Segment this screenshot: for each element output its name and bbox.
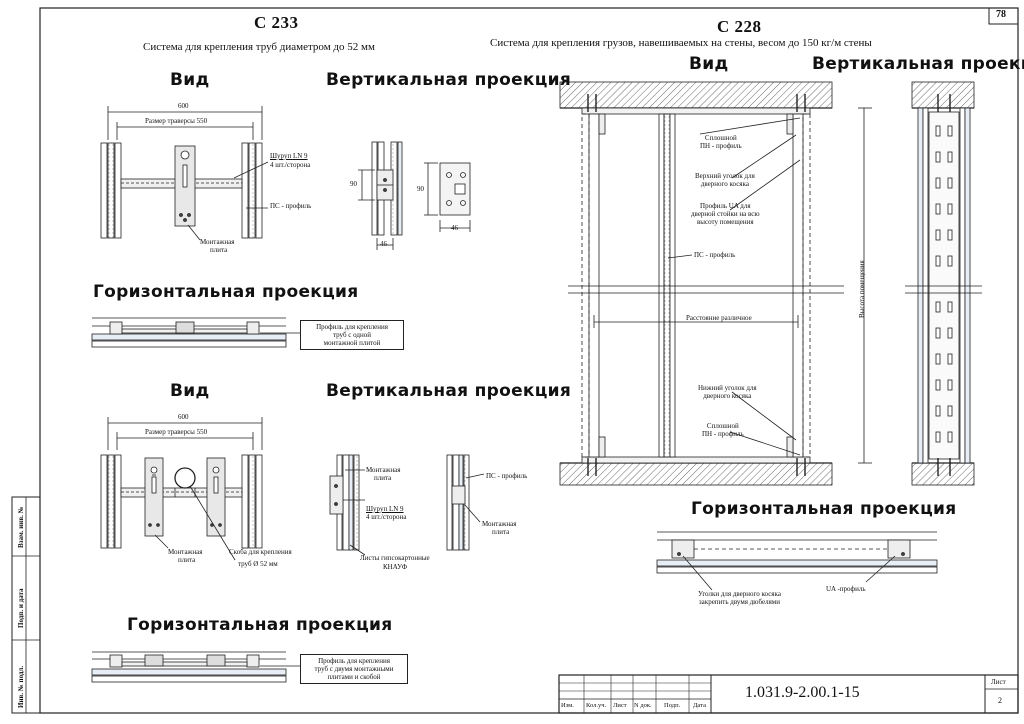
- left-subtitle: Система для крепления труб диаметром до …: [143, 41, 375, 53]
- doc-code: 1.031.9-2.00.1-15: [745, 684, 860, 701]
- stamp-col-kol: Кол.уч.: [586, 702, 607, 709]
- left-top-screw-qty: 4 шт./сторона: [270, 161, 311, 169]
- left-bottom-dim-inner: Размер траверсы 550: [145, 428, 208, 436]
- page-number: 78: [996, 9, 1006, 20]
- left-bottom-screw-qty: 4 шт./сторона: [366, 513, 407, 521]
- left-top-plate-detail: [424, 162, 471, 232]
- label-line: Сплошной: [706, 422, 739, 430]
- left-bottom-dim-total: 600: [178, 413, 189, 421]
- left-bottom-view-heading: Вид: [170, 381, 210, 401]
- label-line: дверной стойки на всю: [691, 210, 760, 218]
- label-line: дверного косяка: [703, 392, 752, 400]
- note-line: Профиль для крепления: [318, 657, 390, 665]
- sheet-label: Лист: [991, 678, 1006, 686]
- left-bottom-vertical-drawing-2: [446, 454, 485, 551]
- left-bottom-plate-r-label: Монтажная: [482, 520, 517, 528]
- left-top-screw-label: Шуруп LN 9: [270, 152, 308, 160]
- label-line: ПН - профиль: [700, 142, 742, 150]
- left-top-plate-label: Монтажная: [200, 238, 235, 246]
- label-line: Сплошной: [704, 134, 737, 142]
- right-height-label: Высота помещения: [858, 260, 866, 318]
- left-title: С 233: [254, 13, 299, 32]
- right-vertical-heading: Вертикальная проекция: [812, 54, 1024, 74]
- note-line: труб с двумя монтажными: [314, 665, 394, 673]
- left-bottom-horizontal-heading: Горизонтальная проекция: [127, 615, 393, 635]
- left-top-dim-90a: 90: [350, 180, 357, 188]
- right-upper-corner-label: Верхний уголок для дверного косяка: [695, 172, 755, 188]
- stamp-col-podp: Подп.: [664, 702, 681, 709]
- left-top-dim-inner: Размер траверсы 550: [145, 117, 208, 125]
- left-top-dim-46b: 46: [451, 224, 458, 232]
- left-bottom-vertical-heading: Вертикальная проекция: [326, 381, 572, 401]
- note-line: Профиль для крепления: [316, 323, 388, 331]
- stamp-col-izm: Изм.: [561, 702, 574, 709]
- side-stamp-1: Взам. инв. №: [17, 506, 25, 548]
- side-stamp-block: [11, 496, 41, 714]
- left-top-note-box: Профиль для крепления труб с одной монта…: [300, 320, 404, 350]
- left-top-dim-total: 600: [178, 102, 189, 110]
- left-bottom-clamp-label-2: труб Ø 52 мм: [238, 560, 278, 568]
- left-bottom-gkl-label-2: КНАУФ: [383, 563, 408, 571]
- right-lower-corner-label: Нижний уголок для дверного косяка: [698, 384, 757, 400]
- left-bottom-clamp-label: Скоба для крепления: [229, 548, 292, 556]
- left-bottom-mount-plate-label: Монтажная: [366, 466, 401, 474]
- right-vertical-drawing: [905, 81, 982, 486]
- right-title: С 228: [717, 17, 762, 36]
- left-bottom-horizontal-drawing: [91, 651, 300, 683]
- right-ua-label: Профиль UA для дверной стойки на всю выс…: [691, 202, 760, 226]
- label-line: высоту помещения: [697, 218, 754, 226]
- label-line: закрепить двумя дюбелями: [698, 598, 780, 606]
- right-ps-label: ПС - профиль: [694, 251, 736, 259]
- label-line: Уголки для дверного косяка: [698, 590, 781, 598]
- note-line: труб с одной: [333, 331, 371, 339]
- right-horizontal-drawing: [656, 531, 938, 591]
- left-top-plate-label-2: плита: [210, 246, 228, 254]
- left-bottom-mount-plate-label-2: плита: [374, 474, 392, 482]
- label-line: дверного косяка: [700, 180, 749, 188]
- left-top-view-heading: Вид: [170, 70, 210, 90]
- side-stamp-3: Инв. № подл.: [17, 665, 25, 708]
- left-bottom-plate-label: Монтажная: [168, 548, 203, 556]
- right-horizontal-heading: Горизонтальная проекция: [691, 499, 957, 519]
- note-line: монтажной плитой: [323, 339, 381, 347]
- left-bottom-plate-label-2: плита: [178, 556, 196, 564]
- right-distance-label: Расстояние различное: [686, 314, 752, 322]
- left-bottom-vertical-drawing-1: [329, 454, 366, 556]
- left-top-vertical-heading: Вертикальная проекция: [326, 70, 572, 90]
- left-top-dim-46a: 46: [380, 240, 387, 248]
- right-view-drawing: [559, 81, 872, 486]
- right-h-label-2: UA -профиль: [826, 585, 866, 593]
- side-stamp-2: Подп. и дата: [17, 588, 25, 628]
- right-pn-bottom-label: Сплошной ПН - профиль: [702, 422, 744, 438]
- left-bottom-note-box: Профиль для крепления труб с двумя монта…: [300, 654, 408, 684]
- right-view-heading: Вид: [689, 54, 729, 74]
- left-bottom-view-drawing: [100, 417, 263, 561]
- left-top-dim-90b: 90: [417, 185, 424, 193]
- label-line: Нижний уголок для: [698, 384, 757, 392]
- left-bottom-gkl-label: Листы гипсокартонные: [360, 554, 430, 562]
- left-top-horizontal-drawing: [91, 317, 300, 348]
- left-top-ps-profile-label: ПС - профиль: [270, 202, 312, 210]
- left-top-horizontal-heading: Горизонтальная проекция: [93, 282, 359, 302]
- right-subtitle: Система для крепления грузов, навешиваем…: [490, 37, 872, 49]
- note-line: плитами и скобой: [327, 673, 381, 681]
- right-pn-top-label: Сплошной ПН - профиль: [700, 134, 742, 150]
- right-h-label-1: Уголки для дверного косяка закрепить дву…: [698, 590, 781, 606]
- label-line: ПН - профиль: [702, 430, 744, 438]
- left-bottom-plate-r-label-2: плита: [492, 528, 510, 536]
- sheet-frame: [39, 7, 1019, 714]
- stamp-col-doc: N док.: [634, 702, 652, 709]
- stamp-col-list: Лист: [613, 702, 627, 709]
- stamp-col-date: Дата: [693, 702, 706, 709]
- left-top-view-drawing: [100, 106, 269, 241]
- left-top-vertical-drawing: [358, 141, 403, 250]
- title-block: [558, 674, 1019, 714]
- left-bottom-screw-label: Шуруп LN 9: [366, 505, 404, 513]
- label-line: Профиль UA для: [700, 202, 751, 210]
- left-bottom-ps-profile-label: ПС - профиль: [486, 472, 528, 480]
- sheet-value: 2: [998, 696, 1002, 705]
- label-line: Верхний уголок для: [695, 172, 755, 180]
